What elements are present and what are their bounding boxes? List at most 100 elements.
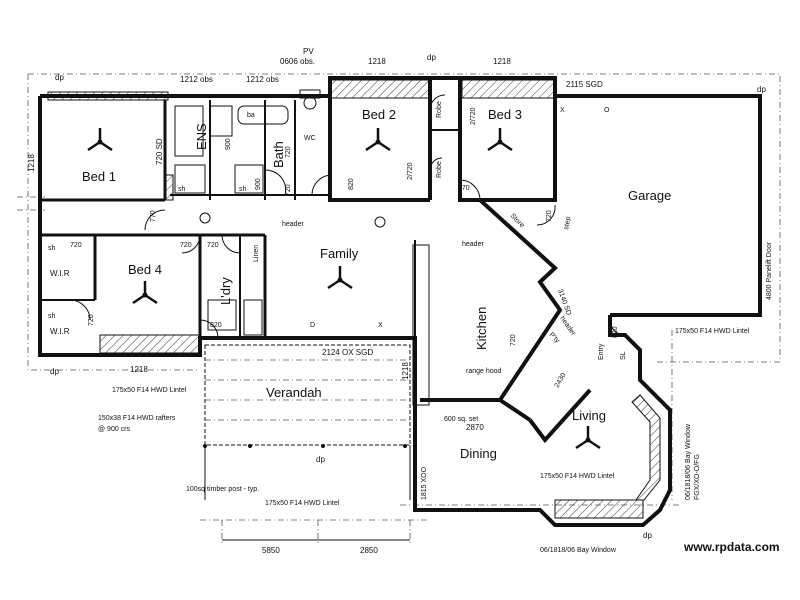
window-label: 1218 <box>27 154 36 172</box>
fan-icon <box>131 279 159 305</box>
header-label: header <box>462 241 484 248</box>
door-label: 720 SD <box>155 138 164 165</box>
window-label: 1815 XOO <box>421 466 428 500</box>
timber-post-label: 100sq timber post - typ. <box>186 486 259 493</box>
fan-icon <box>326 264 354 290</box>
window-config-label: FGX/XO-O/FG <box>694 454 701 500</box>
room-labels: Bed 1 Bed 2 Bed 3 Bed 4 Garage Family Ve… <box>50 101 671 461</box>
downpipe-label: dp <box>50 367 59 376</box>
window-label: 1218 <box>368 57 386 66</box>
downpipe-label: dp <box>757 85 766 94</box>
room-verandah: Verandah <box>266 385 322 400</box>
window-label: 1218 <box>493 57 511 66</box>
door-label: 820 <box>612 326 619 338</box>
pv-obs-label: 0606 obs. <box>280 57 315 66</box>
header-label: header <box>558 315 577 337</box>
room-laundry: L'dry <box>218 277 233 305</box>
door-label: 720 <box>285 184 292 196</box>
door-label: 720 <box>285 146 292 158</box>
door-label: 720 <box>510 334 517 346</box>
door-label: 900 <box>225 138 232 150</box>
step-label: step <box>563 216 572 230</box>
door-label: 720 <box>546 210 553 222</box>
verandah-structure <box>204 344 411 500</box>
credit-text: www.rpdata.com <box>684 540 780 554</box>
room-robe-b: Robe <box>436 161 443 178</box>
dimension-label: 2850 <box>360 546 378 555</box>
room-linen: Linen <box>253 245 260 262</box>
door-label: 2/720 <box>407 162 414 180</box>
garage-door-label: 4800 Panelift Door <box>766 241 773 300</box>
annotations: PV 0606 obs. dp dp dp dp dp dp 1212 obs … <box>27 47 773 555</box>
post-markers <box>199 212 407 448</box>
room-wc: WC <box>304 135 316 142</box>
window-obs-label: 1212 obs <box>180 75 213 84</box>
header-label: header <box>282 221 304 228</box>
rafters-label: 150x38 F14 HWD rafters <box>98 415 176 422</box>
fan-icon <box>86 126 114 152</box>
door-label: 770 <box>150 210 157 222</box>
room-wir-top: W.I.R <box>50 269 70 278</box>
bath-label: ba <box>247 112 255 119</box>
fan-icon <box>486 126 514 152</box>
room-garage: Garage <box>628 188 671 203</box>
lintel-label: 175x50 F14 HWD Lintel <box>112 387 187 394</box>
wall-mark-label: X <box>378 322 383 329</box>
door-label: 900 <box>255 178 262 190</box>
room-bed4: Bed 4 <box>128 262 162 277</box>
dimension-label: 5850 <box>262 546 280 555</box>
rafters-spacing-label: @ 900 crs <box>98 426 131 433</box>
room-kitchen: Kitchen <box>474 307 489 350</box>
window-obs-label: 1212 obs <box>246 75 279 84</box>
wall-mark-label: O <box>604 107 610 114</box>
wall-mark-label: X <box>560 107 565 114</box>
door-label: 720 <box>207 242 219 249</box>
downpipe-label: dp <box>55 73 64 82</box>
room-bed2: Bed 2 <box>362 107 396 122</box>
sliding-door-label: 2115 SGD <box>566 80 603 89</box>
eave-lines <box>17 73 781 545</box>
door-label: 720 <box>70 242 82 249</box>
window-label: 1218 <box>130 365 148 374</box>
shower-label: sh <box>178 186 186 193</box>
fan-icon <box>364 126 392 152</box>
room-robe-a: Robe <box>436 101 443 118</box>
sq-set-label: 600 sq. set <box>444 416 478 423</box>
downpipe-label: dp <box>427 53 436 62</box>
range-hood-label: range hood <box>466 368 502 375</box>
bay-window-label: 06/1818/06 Bay Window <box>540 547 617 554</box>
sidelight-label: SL <box>620 351 627 360</box>
door-label: 2/720 <box>470 107 477 125</box>
lintel-label: 175x50 F14 HWD Lintel <box>540 473 615 480</box>
room-pantry: P'ty <box>548 331 561 344</box>
lintel-label: 175x50 F14 HWD Lintel <box>675 328 750 335</box>
shelf-label: sh <box>48 313 56 320</box>
room-dining: Dining <box>460 446 497 461</box>
dimension-label: 2430 <box>554 372 568 389</box>
dimension-label: 2870 <box>466 423 484 432</box>
room-living: Living <box>572 408 606 423</box>
interior-walls <box>40 89 460 406</box>
shelf-label: sh <box>48 245 56 252</box>
door-label: 820 <box>210 322 222 329</box>
sliding-door-label: 2124 OX SGD <box>322 348 373 357</box>
room-bed1: Bed 1 <box>82 169 116 184</box>
shower-label: sh <box>239 186 247 193</box>
downpipe-label: dp <box>316 455 325 464</box>
room-wir-bottom: W.I.R <box>50 327 70 336</box>
door-swings <box>69 94 626 339</box>
window-label: 1218 <box>401 362 410 380</box>
room-bed3: Bed 3 <box>488 107 522 122</box>
pv-label: PV <box>303 47 314 56</box>
wall-mark-label: D <box>310 322 315 329</box>
fan-icon <box>574 424 602 450</box>
room-entry: Entry <box>598 343 605 360</box>
room-bath: Bath <box>271 141 286 168</box>
downpipe-label: dp <box>643 531 652 540</box>
door-label: 720 <box>180 242 192 249</box>
door-label: 720 <box>88 314 95 326</box>
bay-window-label: 06/1818/06 Bay Window <box>685 423 692 500</box>
door-label: 770 <box>458 185 470 192</box>
lintel-label: 175x50 F14 HWD Lintel <box>265 500 340 507</box>
